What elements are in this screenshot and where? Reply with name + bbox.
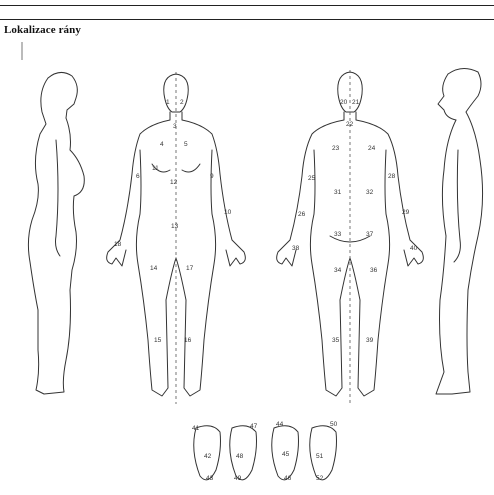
region-label-13: 13 [171, 223, 179, 230]
region-label-4: 4 [160, 141, 164, 148]
region-label-12: 12 [170, 179, 178, 186]
region-label-5: 5 [184, 141, 188, 148]
region-label-18: 18 [114, 241, 122, 248]
region-label-49: 49 [234, 475, 242, 482]
region-label-31: 31 [334, 189, 342, 196]
region-label-17: 17 [186, 265, 194, 272]
region-label-42: 42 [204, 453, 212, 460]
region-label-20: 20 [340, 99, 348, 106]
region-label-38: 38 [292, 245, 300, 252]
region-label-9: 9 [210, 173, 214, 180]
region-label-16: 16 [184, 337, 192, 344]
region-label-25: 25 [308, 175, 316, 182]
region-label-21: 21 [352, 99, 360, 106]
region-label-24: 24 [368, 145, 376, 152]
region-label-48: 48 [236, 453, 244, 460]
region-label-41: 41 [192, 425, 200, 432]
region-label-34: 34 [334, 267, 342, 274]
region-label-2: 2 [180, 99, 184, 106]
region-label-26: 26 [298, 211, 306, 218]
region-label-1: 1 [166, 99, 170, 106]
region-label-3: 3 [173, 123, 177, 130]
region-label-15: 15 [154, 337, 162, 344]
region-label-45: 45 [282, 451, 290, 458]
region-label-35: 35 [332, 337, 340, 344]
region-label-11: 11 [152, 165, 159, 172]
region-label-14: 14 [150, 265, 158, 272]
female-side-view-figure [28, 72, 84, 394]
male-side-view-figure [436, 68, 483, 394]
region-label-39: 39 [366, 337, 374, 344]
region-label-33: 33 [334, 231, 342, 238]
region-label-46: 46 [284, 475, 292, 482]
region-label-44: 44 [276, 421, 284, 428]
region-label-6: 6 [136, 173, 140, 180]
region-label-10: 10 [224, 209, 232, 216]
region-label-43: 43 [206, 475, 214, 482]
region-label-22: 22 [346, 121, 354, 128]
region-label-40: 40 [410, 245, 418, 252]
region-label-29: 29 [402, 209, 410, 216]
region-label-37: 37 [366, 231, 374, 238]
region-label-51: 51 [316, 453, 324, 460]
region-label-52: 52 [316, 475, 324, 482]
region-label-32: 32 [366, 189, 374, 196]
region-label-47: 47 [250, 423, 258, 430]
region-label-50: 50 [330, 421, 338, 428]
region-label-36: 36 [370, 267, 378, 274]
region-label-28: 28 [388, 173, 396, 180]
region-label-23: 23 [332, 145, 340, 152]
